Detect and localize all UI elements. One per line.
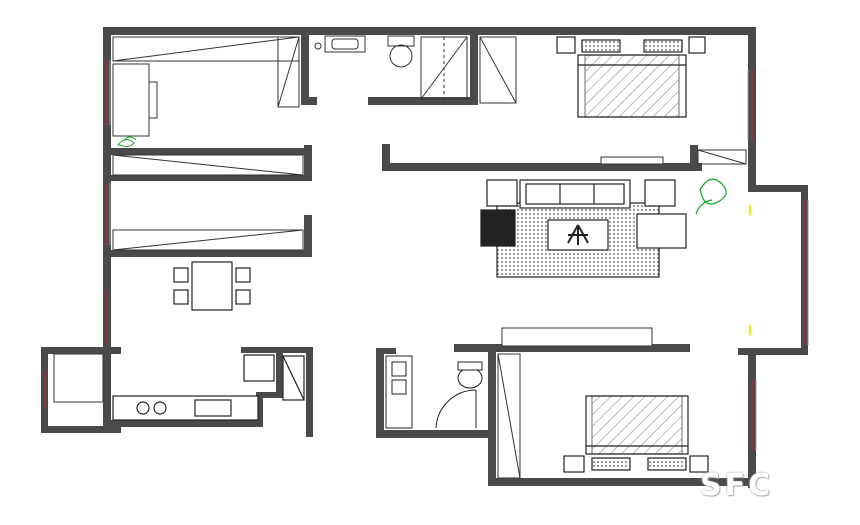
dining-table <box>173 261 251 311</box>
balcony-cabinet <box>53 353 104 403</box>
toilet-icon <box>387 35 415 68</box>
bed-icon <box>556 36 706 118</box>
sofa-icon <box>480 179 687 249</box>
sink-icon <box>314 35 366 53</box>
watermark-text: SFC <box>700 468 774 503</box>
desk <box>112 63 158 137</box>
lower-bath <box>385 355 483 429</box>
plant-icon <box>116 136 137 148</box>
window-frames <box>109 60 809 450</box>
windows <box>44 60 805 450</box>
wardrobes <box>112 36 747 479</box>
lower-bed-icon <box>563 395 709 473</box>
tv-stand <box>501 327 653 347</box>
coffee-table <box>547 219 609 251</box>
green-plant-icon <box>695 178 727 215</box>
kitchen-counter <box>112 354 305 421</box>
shower-icon <box>420 36 468 100</box>
tv-cabinet <box>600 156 664 165</box>
